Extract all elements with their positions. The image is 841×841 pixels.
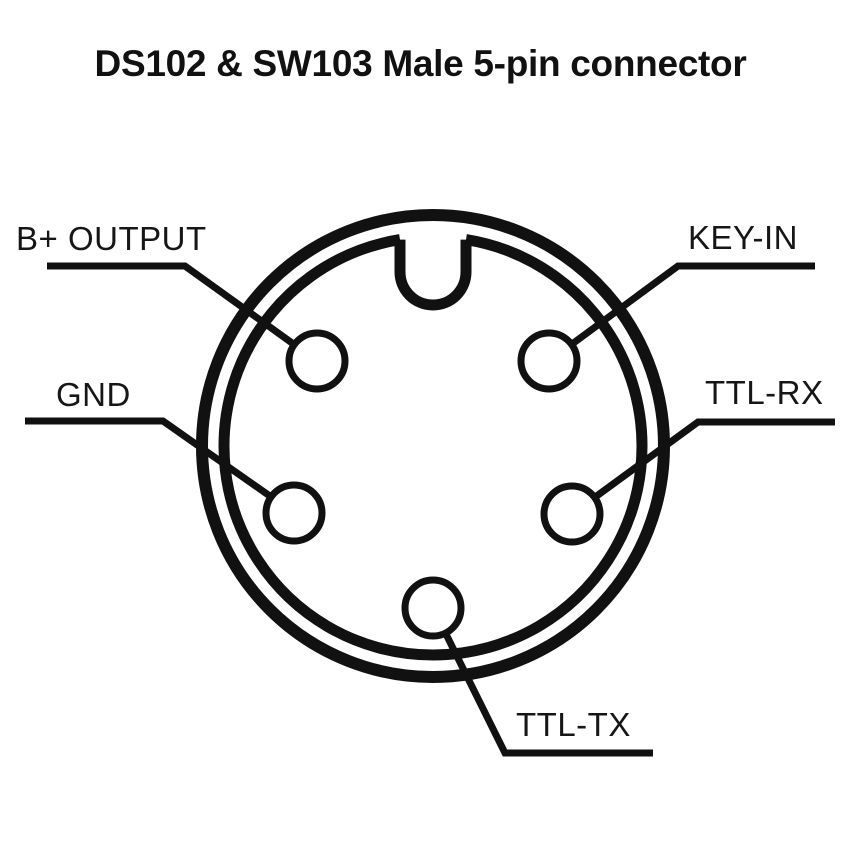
leader-line-gnd: [25, 417, 274, 500]
pin-key-in: [517, 329, 581, 393]
pin-label-key-in: KEY-IN: [688, 219, 798, 256]
pin-label-ttl-rx: TTL-RX: [705, 374, 824, 411]
pin-label-gnd: GND: [56, 376, 131, 413]
pin-ttl-tx: [401, 576, 465, 640]
pin-b-plus-output: [285, 329, 349, 393]
pin-gnd: [262, 481, 326, 545]
pin-ttl-rx: [540, 482, 604, 546]
leader-line-ttl-tx: [442, 631, 653, 757]
connector-inner-ring: [218, 234, 648, 661]
diagram-title: DS102 & SW103 Male 5-pin connector: [94, 43, 747, 84]
pin-label-ttl-tx: TTL-TX: [516, 706, 631, 743]
leader-line-ttl-rx: [592, 418, 835, 501]
leader-line-b-plus-output: [47, 262, 297, 348]
pin-label-b-plus-output: B+ OUTPUT: [16, 220, 207, 257]
leader-line-key-in: [569, 262, 815, 348]
keyway-notch: [394, 239, 472, 311]
